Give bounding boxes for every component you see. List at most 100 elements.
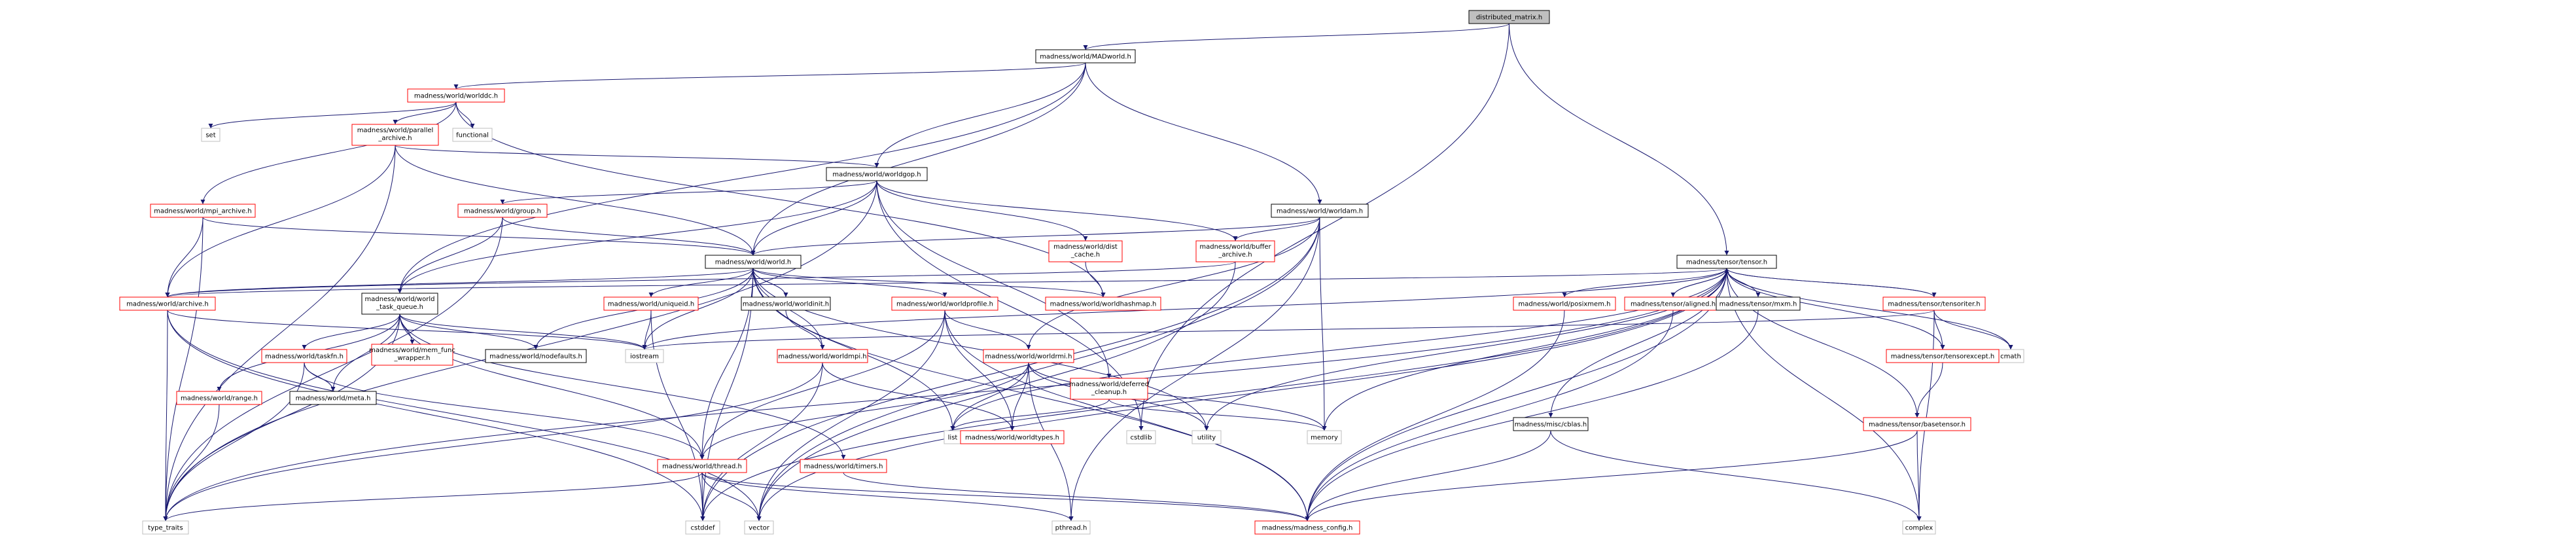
node-mpi_archive[interactable]: madness/world/mpi_archive.h xyxy=(150,204,256,218)
node-worldmpi[interactable]: madness/world/worldmpi.h xyxy=(777,349,868,363)
edge-world-to-worldinit xyxy=(752,268,788,298)
node-box xyxy=(1676,255,1777,269)
edge-tensor-to-archive xyxy=(166,268,1727,298)
node-label: madness/world/meta.h xyxy=(296,395,371,403)
node-worldinit[interactable]: madness/world/worldinit.h xyxy=(741,296,831,311)
node-utility: utility xyxy=(1191,430,1222,444)
node-tensoriter[interactable]: madness/tensor/tensoriter.h xyxy=(1882,296,1986,311)
node-worlddc[interactable]: madness/world/worlddc.h xyxy=(407,88,505,103)
node-box xyxy=(983,349,1074,363)
node-mxm[interactable]: madness/tensor/mxm.h xyxy=(1716,296,1801,311)
node-box xyxy=(119,296,216,311)
node-worldgop[interactable]: madness/world/worldgop.h xyxy=(826,167,928,181)
node-posixmem[interactable]: madness/world/posixmem.h xyxy=(1513,296,1616,311)
node-worldam[interactable]: madness/world/worldam.h xyxy=(1271,204,1369,218)
node-label: madness/world/parallel xyxy=(357,127,434,134)
node-cblas[interactable]: madness/misc/cblas.h xyxy=(1513,417,1589,431)
node-parallel_archive[interactable]: madness/world/parallel_archive.h xyxy=(351,124,439,146)
node-functional: functional xyxy=(452,128,493,142)
node-label: madness/world/group.h xyxy=(464,208,541,215)
edge-mxm-to-madness_config xyxy=(1305,310,1759,522)
node-timers[interactable]: madness/world/timers.h xyxy=(800,459,887,473)
edge-worldrmi-to-list xyxy=(950,362,1029,431)
node-box xyxy=(150,204,256,218)
node-type_traits: type_traits xyxy=(142,520,189,535)
node-box xyxy=(1051,520,1091,535)
edge-world_task_queue-to-thread xyxy=(399,313,705,460)
node-archive[interactable]: madness/world/archive.h xyxy=(119,296,216,311)
node-deferred_cleanup[interactable]: madness/world/deferred_cleanup.h xyxy=(1069,378,1149,400)
edge-timers-to-madness_config xyxy=(843,472,1310,522)
node-box xyxy=(1307,430,1342,444)
node-label: pthread.h xyxy=(1055,525,1087,532)
edge-cblas-to-madness_config xyxy=(1305,430,1551,522)
edge-worldgop-to-deferred_cleanup xyxy=(876,180,1112,379)
node-box xyxy=(289,391,377,405)
node-group[interactable]: madness/world/group.h xyxy=(457,204,548,218)
node-range[interactable]: madness/world/range.h xyxy=(176,391,262,405)
node-box xyxy=(1070,378,1148,400)
node-box xyxy=(1513,296,1616,311)
node-label: madness/tensor/basetensor.h xyxy=(1869,421,1966,429)
node-label: cstddef xyxy=(691,525,715,532)
edge-thread-to-cstddef xyxy=(700,472,705,522)
edge-worldinit-to-worldmpi xyxy=(785,310,825,350)
edge-world-to-archive xyxy=(165,268,754,298)
node-thread[interactable]: madness/world/thread.h xyxy=(657,459,747,473)
edge-tensor-to-cmath xyxy=(1726,268,2013,350)
edge-worldam-to-vector xyxy=(756,217,1320,522)
node-world_task_queue[interactable]: madness/world/world_task_queue.h xyxy=(361,293,438,315)
node-buffer_archive[interactable]: madness/world/buffer_archive.h xyxy=(1195,240,1275,262)
node-box xyxy=(1513,417,1589,431)
node-worldprofile[interactable]: madness/world/worldprofile.h xyxy=(891,296,998,311)
node-taskfn[interactable]: madness/world/taskfn.h xyxy=(261,349,347,363)
node-list: list xyxy=(944,430,962,444)
node-madworld[interactable]: madness/world/MADworld.h xyxy=(1035,49,1136,63)
edge-archive-to-type_traits xyxy=(163,310,168,522)
edge-worldprofile-to-worldtypes xyxy=(944,310,1015,431)
node-world[interactable]: madness/world/world.h xyxy=(705,255,802,269)
node-label: _wrapper.h xyxy=(394,355,431,362)
node-aligned[interactable]: madness/tensor/aligned.h xyxy=(1624,296,1722,311)
node-meta[interactable]: madness/world/meta.h xyxy=(289,391,377,405)
node-nodefaults[interactable]: madness/world/nodefaults.h xyxy=(485,349,587,363)
node-label: complex xyxy=(1905,525,1933,532)
node-tensor[interactable]: madness/tensor/tensor.h xyxy=(1676,255,1777,269)
edge-world-to-madness_config xyxy=(752,268,1310,522)
node-dist_cache[interactable]: madness/world/dist_cache.h xyxy=(1048,240,1123,262)
edge-tensoriter-to-cmath xyxy=(1933,310,2013,350)
edge-worldprofile-to-worldrmi xyxy=(944,310,1031,350)
edge-mpi_archive-to-world xyxy=(202,217,756,256)
edge-world-to-worldprofile xyxy=(752,268,947,298)
node-box xyxy=(1126,430,1156,444)
edge-taskfn-to-type_traits xyxy=(163,362,305,522)
node-uniqueid[interactable]: madness/world/uniqueid.h xyxy=(603,296,699,311)
edge-worldprofile-to-madness_config xyxy=(944,310,1310,522)
node-label: _archive.h xyxy=(378,135,412,142)
node-distributed_matrix[interactable]: distributed_matrix.h xyxy=(1468,10,1550,24)
dependency-edges xyxy=(163,23,2013,522)
edge-tensor-to-posixmem xyxy=(1562,268,1727,298)
node-label: distributed_matrix.h xyxy=(1476,14,1542,22)
edge-worldrmi-to-memory xyxy=(1028,362,1327,431)
node-basetensor[interactable]: madness/tensor/basetensor.h xyxy=(1863,417,1971,431)
node-tensorexcept[interactable]: madness/tensor/tensorexcept.h xyxy=(1886,349,2000,363)
node-box xyxy=(371,344,453,366)
node-box xyxy=(1035,49,1136,63)
node-label: vector xyxy=(749,525,770,532)
edge-worldprofile-to-thread xyxy=(699,310,945,460)
node-box xyxy=(685,520,720,535)
edge-deferred_cleanup-to-list xyxy=(950,399,1110,431)
edge-thread-to-vector xyxy=(701,472,762,522)
node-worldhashmap[interactable]: madness/world/worldhashmap.h xyxy=(1045,296,1161,311)
edge-archive-to-iostream xyxy=(167,310,647,350)
node-mem_func_wrapper[interactable]: madness/world/mem_func_wrapper.h xyxy=(369,344,455,366)
node-worldtypes[interactable]: madness/world/worldtypes.h xyxy=(960,430,1065,444)
node-label: madness/world/world.h xyxy=(715,259,791,266)
node-madness_config[interactable]: madness/madness_config.h xyxy=(1254,520,1360,535)
node-box xyxy=(457,204,548,218)
node-worldrmi[interactable]: madness/world/worldrmi.h xyxy=(983,349,1074,363)
edge-tensor-to-iostream xyxy=(642,268,1727,350)
edge-parallel_archive-to-worldgop xyxy=(395,145,879,168)
node-label: madness/world/range.h xyxy=(181,395,258,403)
